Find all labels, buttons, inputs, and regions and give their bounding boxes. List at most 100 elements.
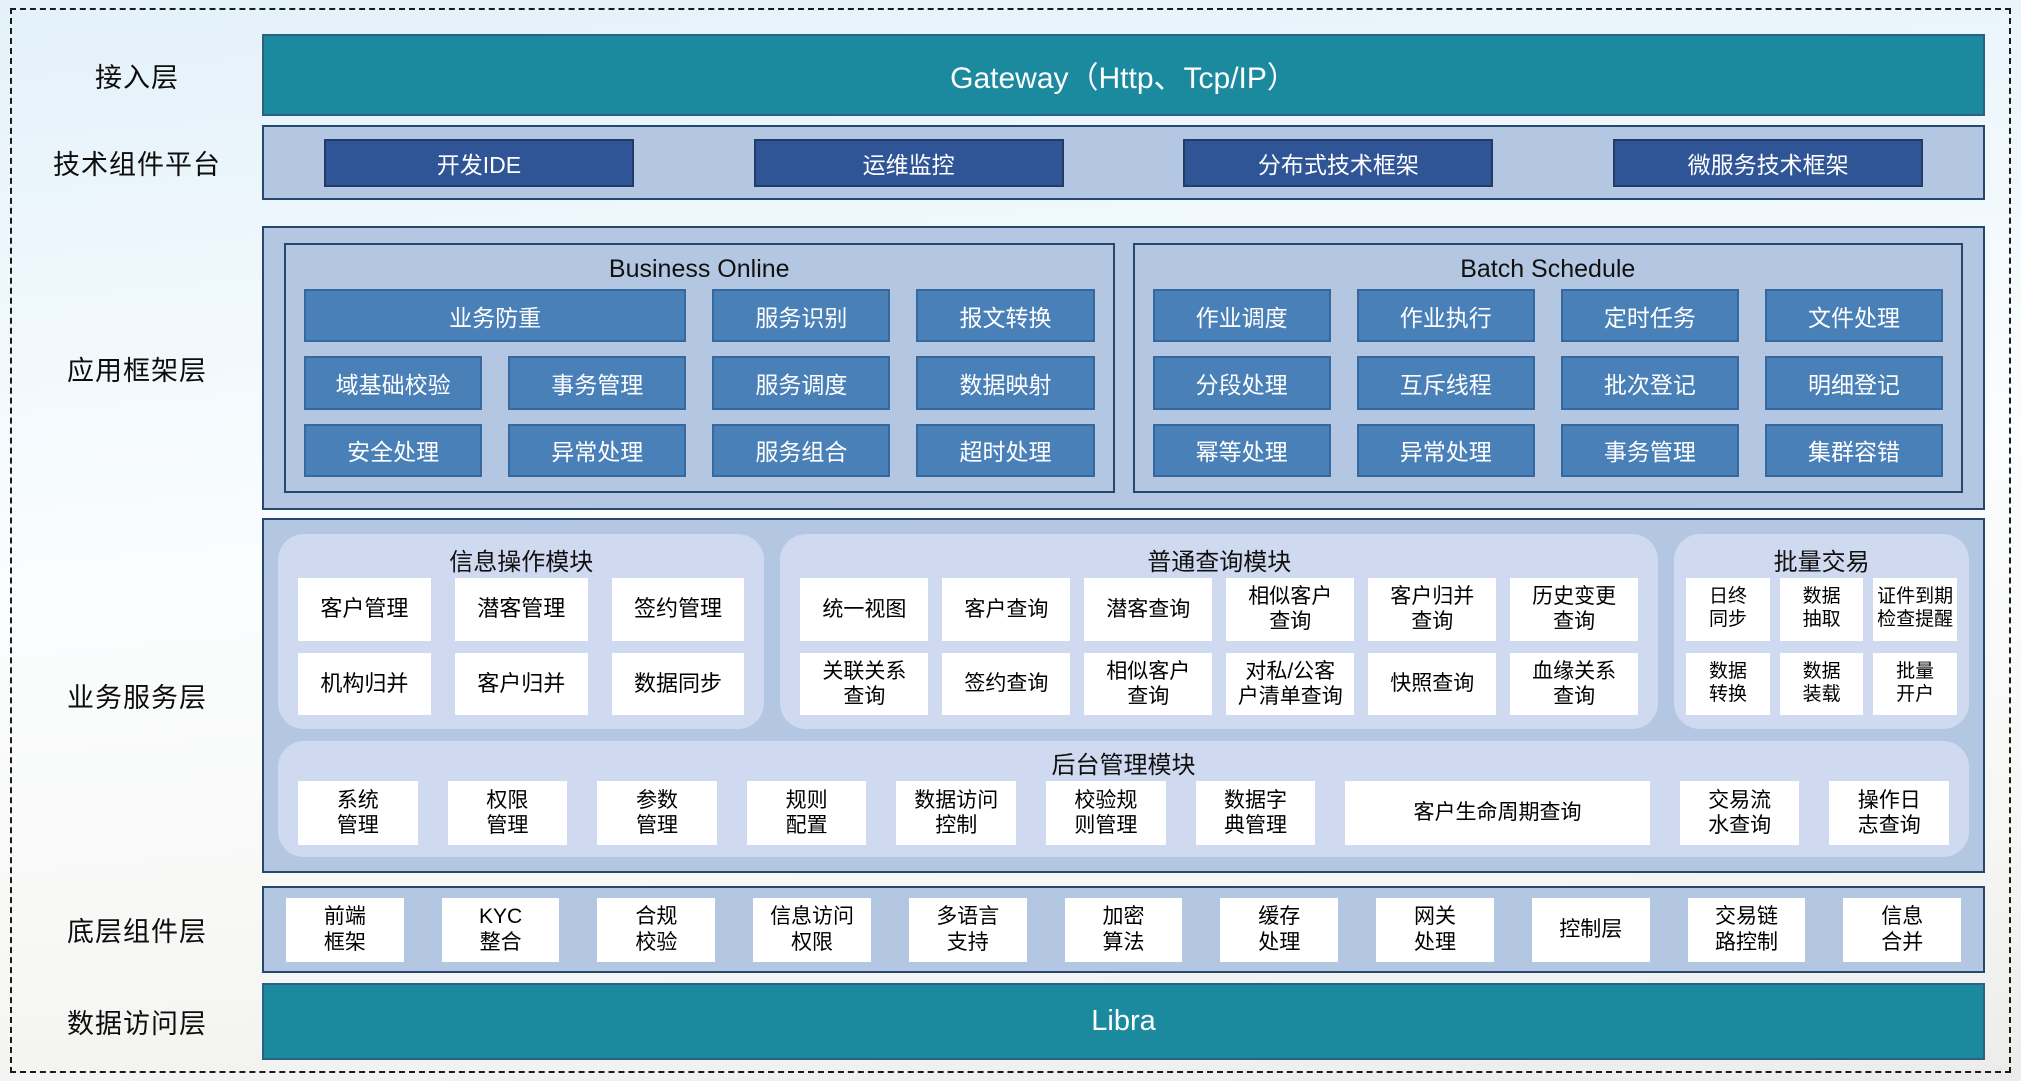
admin-module-title: 后台管理模块 bbox=[1051, 751, 1196, 779]
service-item: 血缘关系 查询 bbox=[1510, 652, 1639, 715]
access-layer-row: 接入层 Gateway（Http、Tcp/IP） bbox=[12, 34, 1985, 116]
base-item: 信息访问 权限 bbox=[753, 897, 871, 962]
gateway-bar: Gateway（Http、Tcp/IP） bbox=[262, 34, 1985, 116]
service-item: 签约查询 bbox=[942, 652, 1071, 715]
service-item: 数据同步 bbox=[611, 652, 745, 715]
base-item: 交易链 路控制 bbox=[1687, 897, 1806, 962]
libra-title: Libra bbox=[1091, 1005, 1156, 1037]
info-operation-title: 信息操作模块 bbox=[449, 548, 594, 576]
base-item: 网关 处理 bbox=[1376, 897, 1494, 962]
service-item: 潜客管理 bbox=[454, 578, 588, 641]
admin-item: 参数 管理 bbox=[597, 781, 717, 845]
service-item: 数据 装载 bbox=[1779, 652, 1864, 715]
common-query-module: 普通查询模块 统一视图 客户查询 潜客查询 相似客户 查询 客户归并 查询 历史… bbox=[780, 534, 1659, 729]
base-item: 多语言 支持 bbox=[908, 897, 1027, 962]
service-item: 对私/公客 户清单查询 bbox=[1226, 652, 1355, 715]
admin-item: 数据访问 控制 bbox=[896, 781, 1017, 845]
tech-button-microservice-framework: 微服务技术框架 bbox=[1613, 138, 1924, 187]
service-item: 潜客查询 bbox=[1084, 578, 1213, 641]
admin-item: 校验规 则管理 bbox=[1046, 781, 1166, 845]
app-block: 事务管理 bbox=[1560, 423, 1739, 477]
layer-label-data-access: 数据访问层 bbox=[67, 1009, 207, 1039]
app-block: 域基础校验 bbox=[304, 356, 483, 410]
app-block: 作业调度 bbox=[1152, 289, 1331, 343]
base-item: 加密 算法 bbox=[1064, 897, 1183, 962]
service-item: 证件到期 检查提醒 bbox=[1873, 578, 1957, 641]
app-block: 服务识别 bbox=[712, 289, 891, 343]
app-block: 报文转换 bbox=[916, 289, 1095, 343]
gateway-title: Gateway（Http、Tcp/IP） bbox=[950, 62, 1297, 95]
tech-platform-row: 技术组件平台 开发IDE 运维监控 分布式技术框架 微服务技术框架 bbox=[12, 125, 1985, 200]
app-block: 超时处理 bbox=[916, 423, 1095, 477]
base-component-box: 前端 框架 KYC 整合 合规 校验 信息访问 权限 多语言 支持 加密 算法 … bbox=[262, 886, 1985, 973]
app-block: 事务管理 bbox=[508, 356, 687, 410]
app-block: 分段处理 bbox=[1152, 356, 1331, 410]
service-item: 数据 转换 bbox=[1686, 652, 1770, 715]
app-block: 服务组合 bbox=[712, 423, 891, 477]
business-service-box: 信息操作模块 客户管理 潜客管理 签约管理 机构归并 客户归并 数据同步 bbox=[262, 518, 1985, 873]
layer-label-access: 接入层 bbox=[95, 62, 179, 93]
layer-label-base-component: 底层组件层 bbox=[67, 917, 207, 947]
admin-item: 数据字 典管理 bbox=[1195, 781, 1316, 845]
admin-module-grid: 系统 管理 权限 管理 参数 管理 规则 配置 数据访问 控制 校验规 则管理 … bbox=[298, 781, 1950, 845]
diagram-dashed-border: 接入层 Gateway（Http、Tcp/IP） 技术组件平台 开发IDE 运维… bbox=[10, 8, 2011, 1073]
service-item: 客户管理 bbox=[298, 578, 431, 641]
app-block: 异常处理 bbox=[1356, 423, 1535, 477]
service-item: 历史变更 查询 bbox=[1510, 578, 1639, 641]
base-item: 合规 校验 bbox=[597, 897, 716, 962]
app-block: 幂等处理 bbox=[1152, 423, 1331, 477]
info-operation-module: 信息操作模块 客户管理 潜客管理 签约管理 机构归并 客户归并 数据同步 bbox=[278, 534, 765, 729]
service-item: 关联关系 查询 bbox=[800, 652, 929, 715]
common-query-title: 普通查询模块 bbox=[1147, 548, 1292, 576]
service-item: 签约管理 bbox=[611, 578, 745, 641]
business-online-grid: 业务防重 服务识别 报文转换 域基础校验 事务管理 服务调度 数据映射 安全处理… bbox=[304, 289, 1095, 477]
base-component-row: 底层组件层 前端 框架 KYC 整合 合规 校验 信息访问 权限 多语言 支持 … bbox=[12, 886, 1985, 973]
service-item: 统一视图 bbox=[800, 578, 929, 641]
service-modules: 信息操作模块 客户管理 潜客管理 签约管理 机构归并 客户归并 数据同步 bbox=[278, 534, 1969, 729]
app-block: 明细登记 bbox=[1764, 356, 1943, 410]
service-item: 日终 同步 bbox=[1686, 578, 1770, 641]
batch-transaction-grid: 日终 同步 数据 抽取 证件到期 检查提醒 数据 转换 数据 装载 批量 开户 bbox=[1686, 578, 1957, 715]
batch-schedule-panel: Batch Schedule 作业调度 作业执行 定时任务 文件处理 分段处理 … bbox=[1132, 243, 1963, 493]
app-block: 异常处理 bbox=[508, 423, 687, 477]
admin-module: 后台管理模块 系统 管理 权限 管理 参数 管理 规则 配置 数据访问 控制 校… bbox=[278, 741, 1969, 857]
business-online-title: Business Online bbox=[608, 254, 790, 283]
service-item: 客户查询 bbox=[942, 578, 1071, 641]
layer-label-tech-platform: 技术组件平台 bbox=[53, 150, 221, 180]
app-block: 业务防重 bbox=[304, 289, 687, 343]
batch-schedule-grid: 作业调度 作业执行 定时任务 文件处理 分段处理 互斥线程 批次登记 明细登记 … bbox=[1152, 289, 1943, 477]
libra-bar: Libra bbox=[262, 983, 1985, 1060]
app-block: 定时任务 bbox=[1560, 289, 1739, 343]
base-item: KYC 整合 bbox=[441, 897, 560, 962]
app-block: 安全处理 bbox=[304, 423, 483, 477]
service-item: 机构归并 bbox=[298, 652, 431, 715]
admin-item: 交易流 水查询 bbox=[1679, 781, 1800, 845]
service-item: 相似客户 查询 bbox=[1226, 578, 1355, 641]
business-service-row: 业务服务层 信息操作模块 客户管理 潜客管理 签约管理 机构归并 客户归并 bbox=[12, 518, 1985, 873]
business-online-panel: Business Online 业务防重 服务识别 报文转换 域基础校验 事务管… bbox=[284, 243, 1115, 493]
base-item: 前端 框架 bbox=[286, 897, 404, 962]
layer-label-app-framework: 应用框架层 bbox=[67, 355, 207, 386]
service-item: 相似客户 查询 bbox=[1084, 652, 1213, 715]
admin-item: 操作日 志查询 bbox=[1829, 781, 1950, 845]
common-query-grid: 统一视图 客户查询 潜客查询 相似客户 查询 客户归并 查询 历史变更 查询 关… bbox=[800, 578, 1639, 715]
service-item: 客户归并 查询 bbox=[1368, 578, 1497, 641]
app-block: 文件处理 bbox=[1764, 289, 1943, 343]
app-block: 互斥线程 bbox=[1356, 356, 1535, 410]
data-access-row: 数据访问层 Libra bbox=[12, 983, 1985, 1060]
tech-platform-box: 开发IDE 运维监控 分布式技术框架 微服务技术框架 bbox=[262, 125, 1985, 200]
info-operation-grid: 客户管理 潜客管理 签约管理 机构归并 客户归并 数据同步 bbox=[298, 578, 745, 715]
admin-item: 权限 管理 bbox=[447, 781, 568, 845]
base-item: 缓存 处理 bbox=[1220, 897, 1339, 962]
base-item: 信息 合并 bbox=[1843, 897, 1962, 962]
app-framework-box: Business Online 业务防重 服务识别 报文转换 域基础校验 事务管… bbox=[262, 226, 1985, 510]
layer-label-business-service: 业务服务层 bbox=[67, 683, 207, 713]
app-block: 数据映射 bbox=[916, 356, 1095, 410]
tech-button-ops-monitor: 运维监控 bbox=[753, 138, 1064, 187]
app-block: 服务调度 bbox=[712, 356, 891, 410]
app-framework-row: 应用框架层 Business Online 业务防重 服务识别 报文转换 域基础… bbox=[12, 226, 1985, 510]
app-block: 集群容错 bbox=[1764, 423, 1943, 477]
admin-item-customer-lifecycle: 客户生命周期查询 bbox=[1345, 781, 1650, 845]
service-item: 客户归并 bbox=[454, 652, 588, 715]
